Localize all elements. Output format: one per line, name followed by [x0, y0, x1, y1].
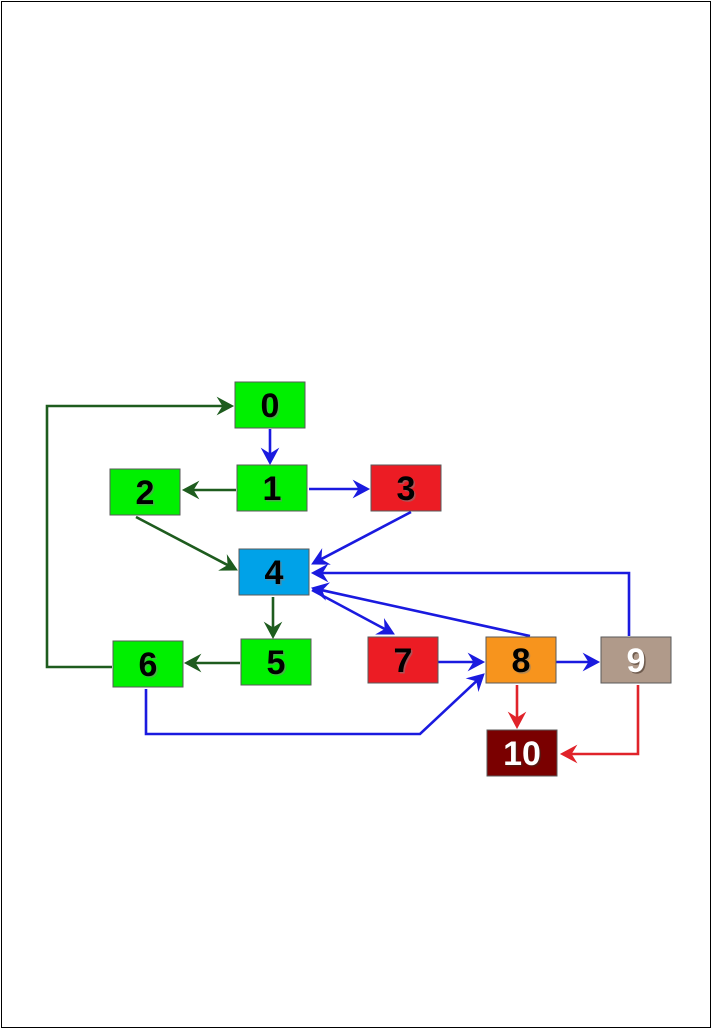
edge-8-to-10: [507, 685, 527, 730]
node-label-shadow: 7: [395, 644, 414, 682]
node-box: [238, 548, 310, 596]
node-0: 00: [234, 381, 306, 429]
edge-5-to-6: [183, 653, 240, 673]
edge-line: [144, 679, 479, 736]
node-1: 11: [236, 464, 308, 512]
edge-0-to-1: [260, 429, 280, 466]
node-9: 99: [600, 636, 672, 684]
node-label: 0: [261, 387, 280, 425]
node-box: [370, 464, 442, 512]
edge-line: [321, 571, 631, 636]
node-box: [236, 464, 308, 512]
node-4: 44: [238, 548, 310, 596]
edge-8-to-4: [310, 582, 531, 638]
edge-line: [570, 685, 640, 756]
edge-3-to-4: [311, 510, 412, 565]
node-label: 2: [136, 474, 155, 512]
node-label-shadow: 8: [513, 644, 532, 682]
arrowhead: [183, 653, 202, 673]
node-3: 33: [370, 464, 442, 512]
arrowhead: [310, 582, 331, 601]
node-5: 55: [240, 638, 312, 686]
node-label-shadow: 4: [266, 556, 285, 594]
edge-line: [319, 510, 412, 561]
edge-1-to-3: [309, 479, 371, 499]
node-label-shadow: 1: [264, 472, 283, 510]
node-box: [485, 636, 557, 684]
edge-line: [135, 515, 230, 567]
node-box: [600, 636, 672, 684]
arrowhead: [181, 480, 200, 500]
edge-9-to-10: [559, 685, 640, 764]
node-label: 1: [263, 470, 282, 508]
node-label: 7: [394, 642, 413, 680]
node-label-shadow: 6: [140, 648, 159, 686]
arrowhead: [467, 652, 486, 672]
arrowhead: [375, 618, 395, 635]
node-label: 8: [512, 642, 531, 680]
node-label: 9: [627, 642, 646, 680]
edge-8-to-9: [556, 652, 601, 672]
arrowhead: [559, 744, 578, 764]
arrowhead: [507, 711, 527, 730]
node-box: [234, 381, 306, 429]
node-6: 66: [112, 640, 184, 688]
node-label-shadow: 0: [262, 389, 281, 427]
edge-4-to-5: [263, 597, 283, 640]
node-7: 77: [367, 636, 439, 684]
edge-line: [320, 588, 531, 638]
arrowhead: [311, 548, 331, 565]
edge-2-to-4: [135, 515, 238, 571]
node-label: 3: [397, 470, 416, 508]
node-label: 6: [139, 646, 158, 684]
node-label-shadow: 5: [268, 646, 287, 684]
arrowhead: [352, 479, 371, 499]
edges-layer: [45, 396, 640, 764]
node-box: [486, 729, 558, 777]
node-2: 22: [109, 468, 181, 516]
edge-6-to-8: [144, 673, 485, 736]
node-label-shadow: 9: [628, 644, 647, 682]
node-label-shadow: 3: [398, 472, 417, 510]
edge-9-to-4: [310, 563, 631, 636]
arrowhead: [582, 652, 601, 672]
node-8: 88: [485, 636, 557, 684]
arrowhead: [260, 447, 280, 466]
node-label: 10: [503, 735, 541, 773]
node-label: 4: [265, 554, 284, 592]
node-label-shadow: 2: [137, 476, 156, 514]
edge-6-to-0: [45, 396, 235, 669]
node-label-shadow: 10: [505, 737, 543, 775]
node-box: [367, 636, 439, 684]
arrowhead: [218, 554, 238, 571]
arrowhead: [216, 396, 235, 416]
edge-line: [45, 404, 224, 669]
arrowhead: [310, 563, 329, 583]
node-box: [112, 640, 184, 688]
arrowhead: [263, 621, 283, 640]
node-box: [109, 468, 181, 516]
arrowhead: [465, 673, 485, 693]
edge-7-to-8: [438, 652, 486, 672]
edge-1-to-2: [181, 480, 236, 500]
node-label: 5: [267, 644, 286, 682]
node-box: [240, 638, 312, 686]
